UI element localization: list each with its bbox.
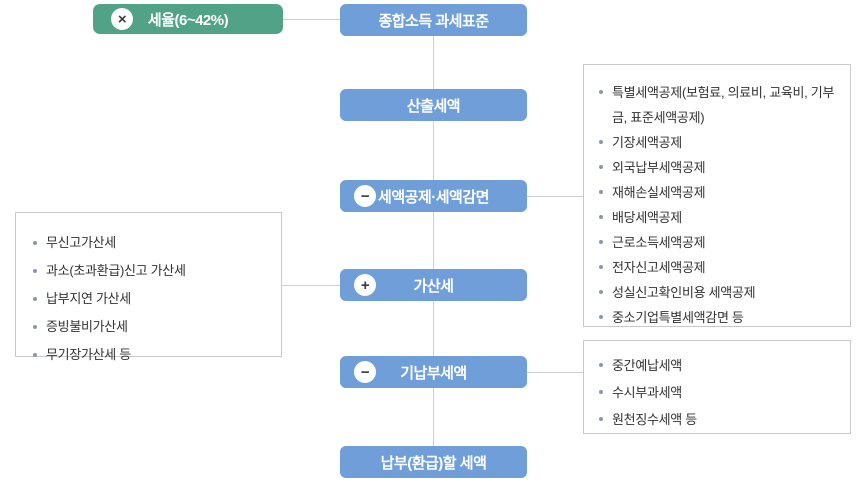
node-calculated-tax: 산출세액	[340, 89, 527, 121]
node-tax-credit: − 세액공제·세액감면	[340, 180, 527, 212]
plus-icon: +	[354, 274, 376, 296]
list-item: 특별세액공제(보험료, 의료비, 교육비, 기부금, 표준세액공제)	[598, 80, 838, 130]
list-item: 무기장가산세 등	[32, 341, 271, 369]
list-item: 납부지연 가산세	[32, 285, 271, 313]
prepaid-connector-line	[527, 372, 583, 373]
list-item: 중소기업특별세액감면 등	[598, 305, 838, 330]
list-item: 재해손실세액공제	[598, 180, 838, 205]
penalty-connector-line	[282, 285, 340, 286]
list-item: 증빙불비가산세	[32, 313, 271, 341]
list-item: 무신고가산세	[32, 229, 271, 257]
list-item: 성실신고확인비용 세액공제	[598, 280, 838, 305]
tax-credit-list-panel: 특별세액공제(보험료, 의료비, 교육비, 기부금, 표준세액공제) 기장세액공…	[583, 64, 851, 327]
node-tax-base: 종합소득 과세표준	[340, 4, 527, 36]
list-item: 원천징수세액 등	[598, 406, 838, 433]
node-final-tax-label: 납부(환급)할 세액	[380, 454, 487, 472]
list-item: 배당세액공제	[598, 205, 838, 230]
prepaid-list: 중간예납세액 수시부과세액 원천징수세액 등	[598, 352, 838, 433]
multiply-icon: ×	[111, 8, 133, 30]
list-item: 수시부과세액	[598, 379, 838, 406]
node-prepaid-tax-label: 기납부세액	[400, 364, 467, 382]
node-tax-credit-label: 세액공제·세액감면	[378, 188, 489, 206]
trunk-connector-line	[433, 34, 434, 446]
list-item: 중간예납세액	[598, 352, 838, 379]
node-prepaid-tax: − 기납부세액	[340, 356, 527, 388]
list-item: 근로소득세액공제	[598, 230, 838, 255]
list-item: 과소(초과환급)신고 가산세	[32, 257, 271, 285]
list-item: 기장세액공제	[598, 130, 838, 155]
tax-rate-box: × 세율(6~42%)	[93, 4, 283, 34]
node-tax-base-label: 종합소득 과세표준	[378, 12, 489, 30]
node-penalty-tax: + 가산세	[340, 269, 527, 301]
prepaid-list-panel: 중간예납세액 수시부과세액 원천징수세액 등	[583, 340, 851, 434]
list-item: 외국납부세액공제	[598, 155, 838, 180]
minus-icon: −	[354, 185, 376, 207]
rate-connector-line	[283, 19, 340, 20]
tax-rate-label: 세율(6~42%)	[147, 11, 229, 29]
credit-connector-line	[527, 196, 583, 197]
node-calculated-tax-label: 산출세액	[406, 97, 461, 115]
minus-icon: −	[354, 361, 376, 383]
penalty-list-panel: 무신고가산세 과소(초과환급)신고 가산세 납부지연 가산세 증빙불비가산세 무…	[15, 212, 282, 362]
node-final-tax: 납부(환급)할 세액	[340, 446, 527, 478]
list-item: 전자신고세액공제	[598, 255, 838, 280]
penalty-list: 무신고가산세 과소(초과환급)신고 가산세 납부지연 가산세 증빙불비가산세 무…	[32, 229, 271, 369]
tax-credit-list: 특별세액공제(보험료, 의료비, 교육비, 기부금, 표준세액공제) 기장세액공…	[598, 80, 838, 330]
node-penalty-tax-label: 가산세	[413, 277, 454, 295]
